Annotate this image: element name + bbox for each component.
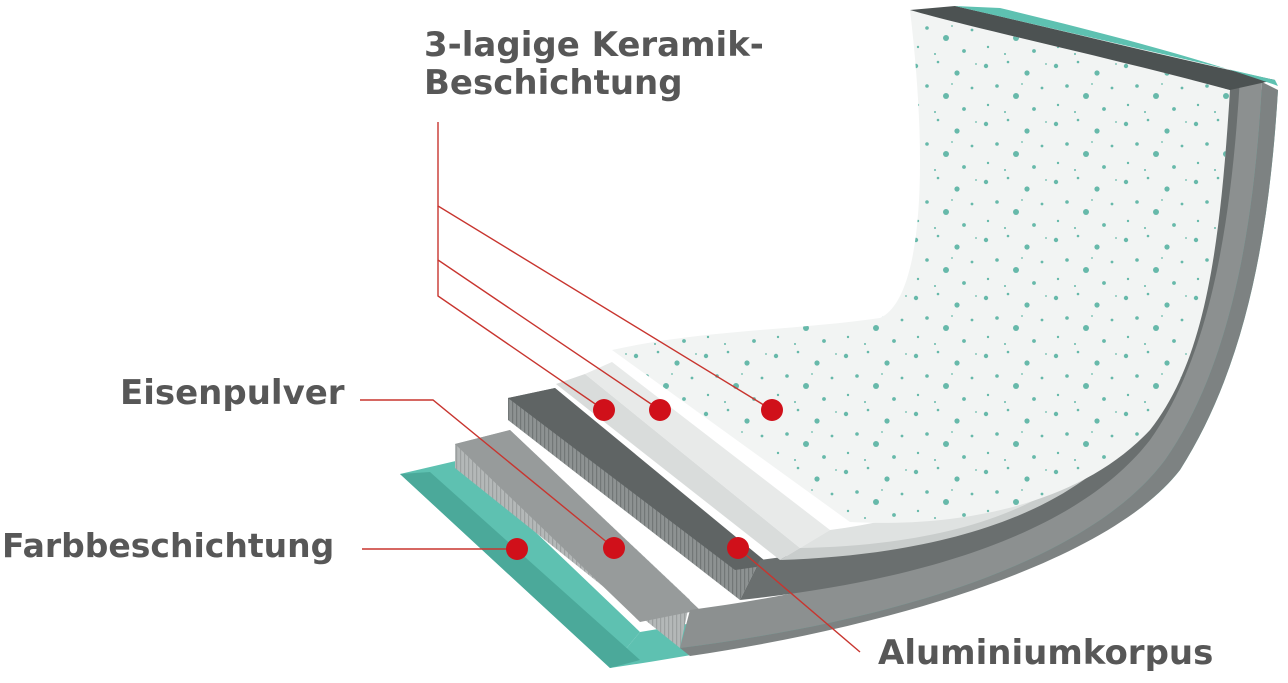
leader-line-ceramic-bottom (437, 260, 605, 411)
iron-powder-label: Eisenpulver (120, 373, 345, 413)
ceramic-coating-label: 3-lagige Keramik- Beschichtung (424, 26, 764, 102)
ceramic-coating-label-line1: 3-lagige Keramik- (424, 25, 764, 65)
marker-iron (603, 537, 625, 559)
ceramic-coating-layers (556, 6, 1278, 560)
aluminium-layer (455, 82, 1278, 656)
leader-line-iron (360, 399, 615, 549)
ceramic-coating-label-line2: Beschichtung (424, 63, 683, 104)
marker-paint (506, 538, 528, 560)
paint-coating-label: Farbbeschichtung (2, 526, 335, 565)
leader-lines (360, 122, 861, 653)
layer-markers (506, 399, 783, 560)
aluminium-body-label: Aluminiumkorpus (878, 633, 1214, 673)
leader-line-aluminium (737, 547, 861, 653)
iron-powder-layer (508, 78, 1240, 600)
marker-aluminium (727, 537, 749, 559)
marker-ceramic-bottom (593, 399, 615, 421)
marker-ceramic-middle (649, 399, 671, 421)
marker-ceramic-top (761, 399, 783, 421)
